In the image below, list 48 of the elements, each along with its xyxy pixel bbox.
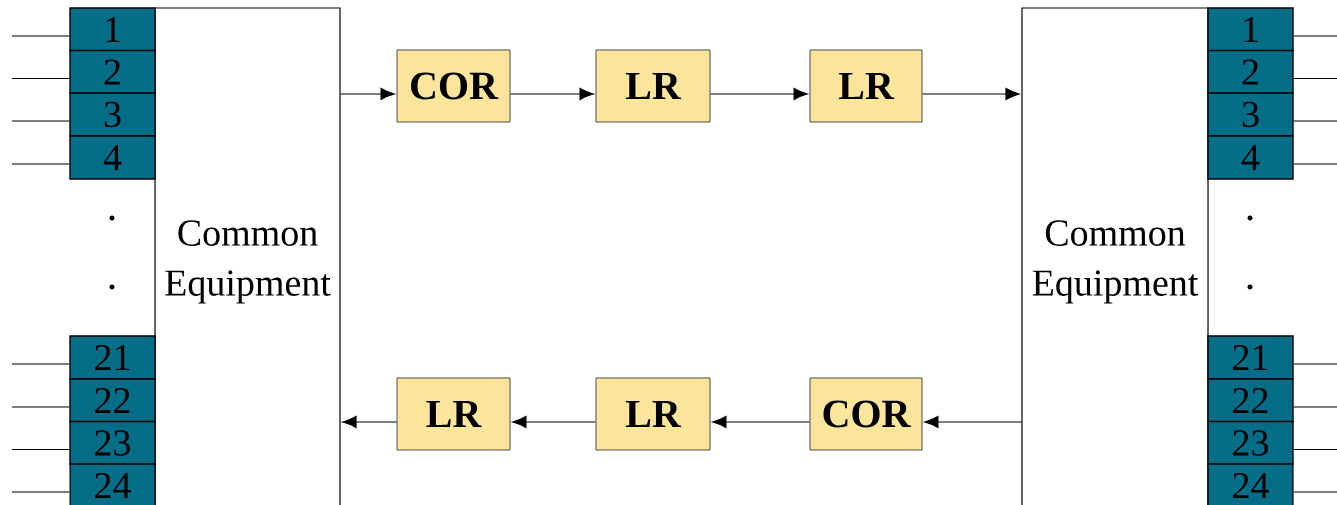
- port-line: [11, 163, 70, 165]
- port-line: [1293, 363, 1337, 365]
- port-box: 3: [1207, 92, 1294, 137]
- repeater-box: LR: [809, 49, 923, 123]
- port-line: [11, 491, 70, 493]
- port-line: [1293, 448, 1337, 451]
- port-box: 2: [69, 49, 156, 95]
- arrow: [512, 415, 597, 428]
- port-box: 24: [69, 463, 156, 505]
- repeater-box: COR: [396, 49, 511, 123]
- port-box: 23: [1207, 420, 1294, 466]
- port-box: 24: [1207, 463, 1294, 505]
- arrow: [712, 415, 811, 428]
- port-line: [1293, 120, 1337, 122]
- port-line: [11, 406, 70, 408]
- port-line: [1293, 77, 1337, 80]
- port-line: [1293, 163, 1337, 165]
- port-line: [1293, 35, 1337, 37]
- equipment-box: Common Equipment: [1021, 7, 1209, 505]
- arrow: [342, 415, 398, 428]
- repeater-box: LR: [595, 377, 711, 451]
- arrow: [340, 88, 395, 100]
- port-line: [11, 363, 70, 365]
- port-box: 3: [69, 92, 156, 137]
- port-box: 22: [69, 378, 156, 423]
- port-box: 23: [69, 420, 156, 466]
- port-line: [11, 35, 70, 37]
- arrow: [509, 88, 594, 100]
- arrow: [709, 88, 808, 100]
- port-box: 1: [1207, 7, 1294, 52]
- arrow: [924, 415, 1022, 428]
- repeater-box: LR: [595, 49, 711, 123]
- port-box: 4: [69, 135, 156, 180]
- repeater-box: LR: [396, 377, 511, 451]
- arrow: [921, 88, 1020, 100]
- repeater-box: COR: [809, 377, 923, 451]
- port-box: 21: [69, 335, 156, 380]
- port-box: 22: [1207, 378, 1294, 423]
- port-box: 2: [1207, 49, 1294, 95]
- equipment-box: Common Equipment: [154, 7, 341, 505]
- port-line: [11, 448, 70, 451]
- port-box: 1: [69, 7, 156, 52]
- port-box: 21: [1207, 335, 1294, 380]
- port-line: [11, 77, 70, 80]
- port-box: 4: [1207, 135, 1294, 180]
- port-line: [1293, 491, 1337, 493]
- port-line: [1293, 406, 1337, 408]
- port-line: [11, 120, 70, 122]
